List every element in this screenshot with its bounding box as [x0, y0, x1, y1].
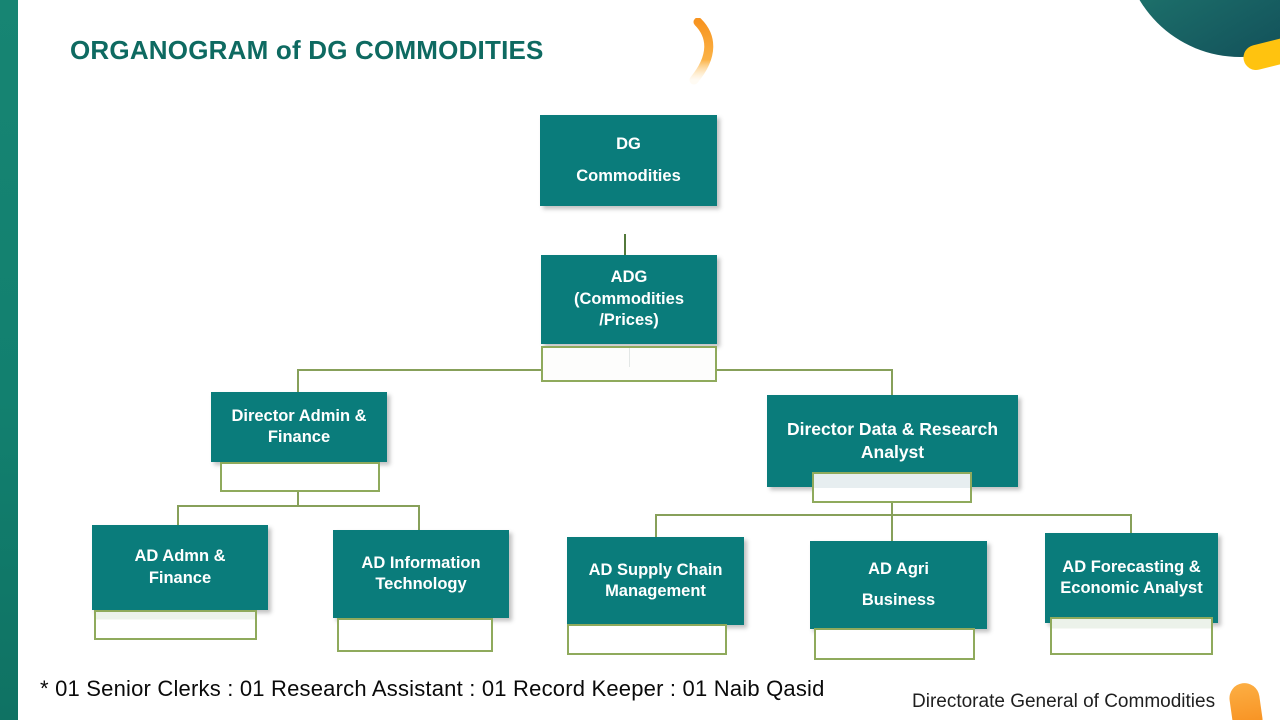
connector-line [418, 505, 420, 531]
connector-line [1130, 514, 1132, 534]
org-node-director-data-research: Director Data & Research Analyst [767, 395, 1018, 487]
org-node-label: ADG [610, 268, 648, 287]
org-node-label: Commodities [576, 166, 681, 185]
org-node-label: AD Supply Chain [588, 560, 723, 579]
org-node-adg-commodities-prices: ADG (Commodities /Prices) [541, 255, 717, 344]
org-node-ad-information-technology: AD Information Technology [333, 530, 509, 618]
connector-line [177, 505, 179, 526]
swoosh-accent-icon [689, 18, 714, 85]
org-node-ad-forecasting-economic: AD Forecasting & Economic Analyst [1045, 533, 1218, 623]
org-node-label: Business [861, 591, 936, 609]
org-node-director-admin-finance: Director Admin & Finance [211, 392, 387, 462]
vacant-box [814, 628, 975, 660]
org-node-label: Finance [148, 568, 212, 587]
org-node-label: Management [605, 582, 706, 600]
vacant-box [220, 462, 380, 492]
org-node-label: Director Admin & [231, 406, 367, 425]
org-node-label: Director Data & Research [786, 419, 999, 440]
org-node-ad-supply-chain: AD Supply Chain Management [567, 537, 744, 625]
connector-line [891, 369, 893, 396]
org-node-label: /Prices) [599, 311, 659, 330]
vacant-box [812, 472, 972, 503]
org-node-label: AD Forecasting & [1062, 557, 1201, 576]
org-node-label: DG [616, 135, 641, 154]
vacant-box [94, 610, 257, 640]
footer-caption: Directorate General of Commodities [912, 691, 1216, 712]
vacant-box [337, 618, 493, 652]
vacant-box [541, 346, 717, 382]
footnote-text: * 01 Senior Clerks : 01 Research Assista… [40, 676, 825, 701]
org-node-label: Economic Analyst [1060, 579, 1203, 597]
connector-line [655, 514, 1132, 516]
org-node-dg-commodities: DG Commodities [540, 115, 717, 206]
org-node-ad-agri-business: AD Agri Business [810, 541, 987, 629]
org-node-label: Finance [267, 428, 331, 446]
org-node-label: AD Information [361, 553, 481, 572]
org-node-ad-admn-finance: AD Admn & Finance [92, 525, 268, 610]
org-node-label: Analyst [860, 442, 925, 462]
footer-pill-accent [1227, 681, 1265, 720]
connector-line [891, 502, 893, 516]
page-title: ORGANOGRAM of DG COMMODITIES [70, 35, 544, 65]
vacant-box [1050, 617, 1213, 655]
org-node-label: AD Agri [868, 559, 929, 578]
connector-line [297, 369, 299, 393]
org-node-label: AD Admn & [134, 547, 226, 566]
org-node-label: (Commodities [573, 289, 684, 308]
connector-line [297, 491, 299, 507]
connector-line [624, 234, 626, 256]
connector-line [655, 514, 657, 538]
left-accent-bar [0, 0, 18, 720]
org-node-label: Technology [375, 575, 467, 593]
connector-line [177, 505, 420, 507]
connector-line [891, 514, 893, 542]
vacant-box [567, 624, 727, 655]
